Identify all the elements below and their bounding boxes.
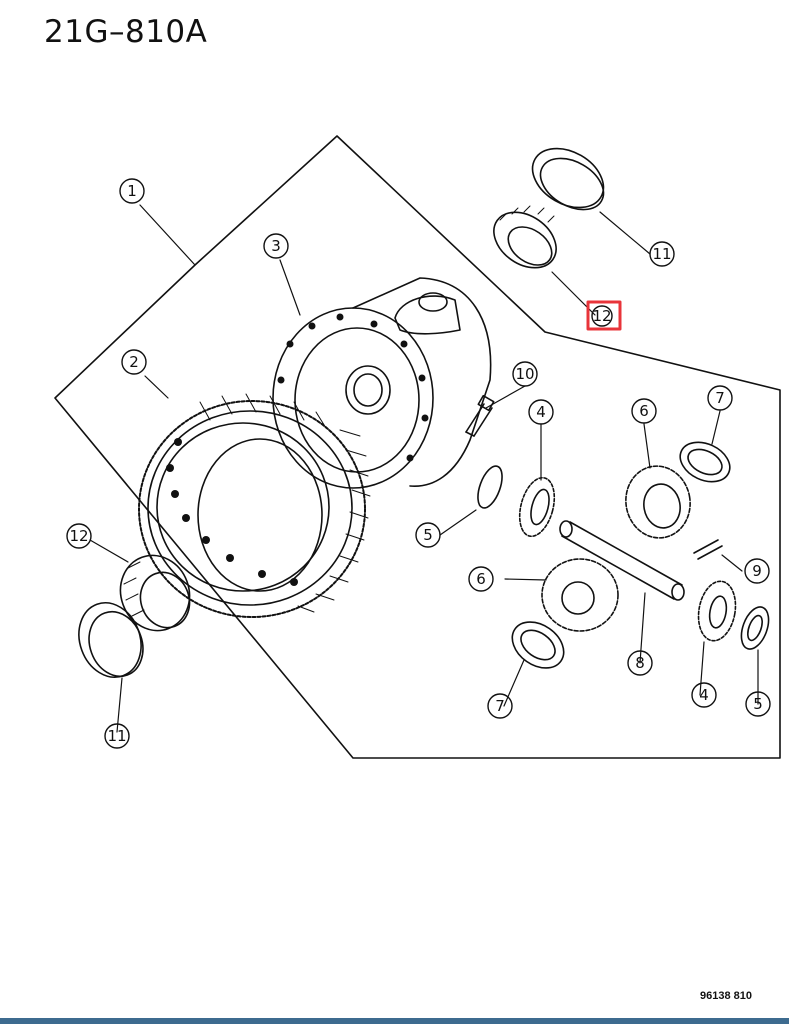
ring-gear <box>138 393 371 618</box>
thrust-washer-lower <box>740 606 770 650</box>
svg-text:4: 4 <box>699 686 709 704</box>
svg-text:5: 5 <box>423 526 433 544</box>
callout-12-lower: 12 <box>66 523 92 549</box>
pinion-shaft <box>559 520 685 601</box>
assembly-boundary <box>54 135 781 759</box>
bottom-band <box>0 1018 789 1024</box>
callout-2: 2 <box>121 349 147 375</box>
thrust-washer-7-upper <box>679 441 731 483</box>
lock-pin <box>693 539 723 560</box>
callout-7-lower: 7 <box>487 693 513 719</box>
svg-text:6: 6 <box>639 402 649 420</box>
callout-3: 3 <box>263 233 289 259</box>
svg-text:7: 7 <box>715 389 725 407</box>
svg-text:12: 12 <box>592 307 611 325</box>
bearing-cone-lower <box>119 554 191 632</box>
svg-text:3: 3 <box>271 237 281 255</box>
thrust-washer-upper <box>477 465 503 509</box>
side-gear-lower <box>541 558 619 632</box>
side-gear-upper <box>625 465 691 539</box>
svg-text:7: 7 <box>495 697 505 715</box>
case-bolt <box>465 394 495 437</box>
callout-6-upper: 6 <box>631 398 657 424</box>
svg-text:10: 10 <box>515 365 534 383</box>
svg-text:11: 11 <box>652 245 671 263</box>
callout-1: 1 <box>119 178 145 204</box>
svg-text:2: 2 <box>129 353 139 371</box>
callout-11-lower: 11 <box>104 723 130 749</box>
bearing-cup-lower <box>78 602 144 678</box>
svg-text:6: 6 <box>476 570 486 588</box>
svg-text:8: 8 <box>635 654 645 672</box>
svg-text:9: 9 <box>752 562 762 580</box>
svg-text:5: 5 <box>753 695 763 713</box>
figure-code: 21G–810A <box>44 14 208 50</box>
footer-code: 96138 810 <box>700 990 752 1002</box>
callout-10: 10 <box>512 361 538 387</box>
bearing-cup-upper <box>531 147 605 211</box>
callout-5-upper: 5 <box>415 522 441 548</box>
svg-text:11: 11 <box>107 727 126 745</box>
callout-8: 8 <box>627 650 653 676</box>
thrust-washer-7-lower <box>511 621 565 669</box>
callout-4-upper: 4 <box>528 399 554 425</box>
callout-4-lower: 4 <box>691 682 717 708</box>
differential-case <box>272 277 492 489</box>
svg-text:1: 1 <box>127 182 137 200</box>
callout-11-upper: 11 <box>649 241 675 267</box>
callout-7-upper: 7 <box>707 385 733 411</box>
callout-6-lower: 6 <box>468 566 494 592</box>
pinion-gear-upper <box>518 476 556 538</box>
bearing-cone-upper <box>493 205 557 269</box>
svg-text:12: 12 <box>69 527 88 545</box>
svg-text:4: 4 <box>536 403 546 421</box>
leader-lines <box>89 204 759 733</box>
callout-9: 9 <box>744 558 770 584</box>
pinion-gear-lower <box>697 580 737 642</box>
callout-12-upper-highlighted: 12 <box>586 300 622 331</box>
callout-5-lower: 5 <box>745 691 771 717</box>
